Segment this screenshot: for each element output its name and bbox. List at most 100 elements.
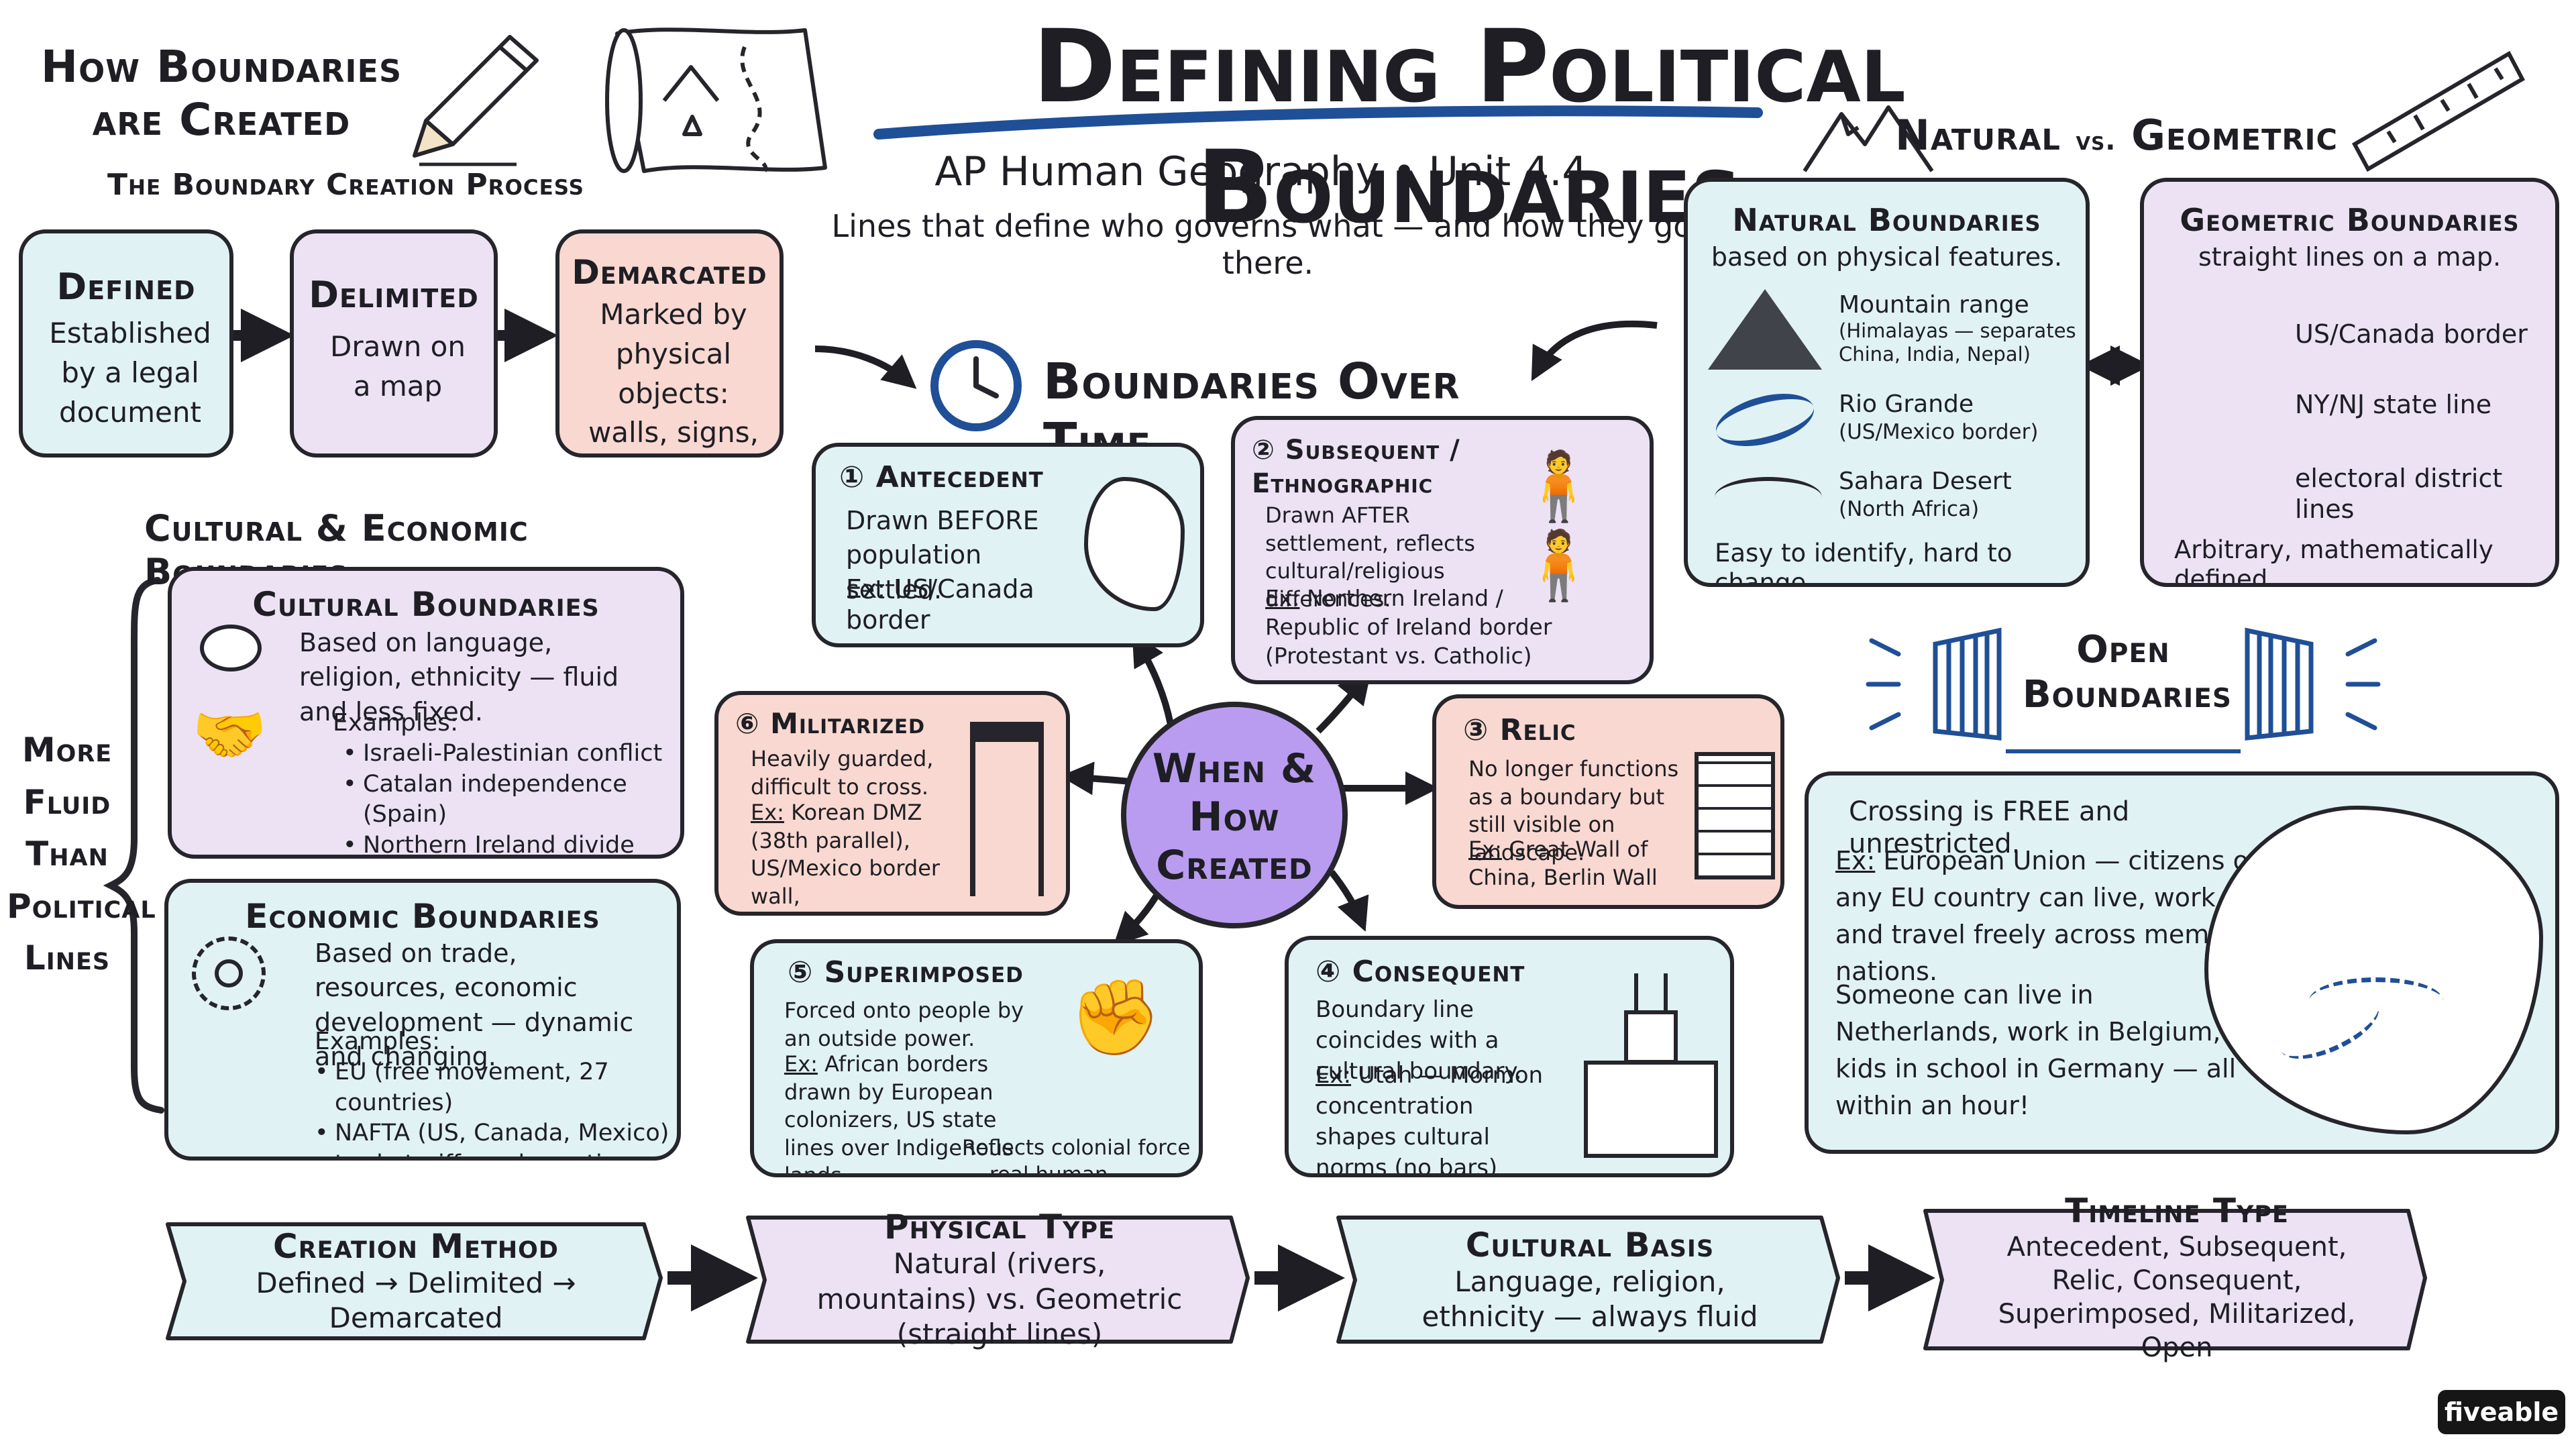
list-item: Northern Ireland divide (Protestant vs. … [343, 830, 678, 855]
subsequent-ex-label: Ex: [1265, 585, 1300, 611]
superimposed-ex-text: African borders drawn by European coloni… [784, 1051, 1014, 1177]
step-defined-desc: Established by a legal document [49, 317, 211, 429]
relic-desc: No longer functions as a boundary but st… [1468, 756, 1679, 865]
step-delimited-desc: Drawn on a map [330, 330, 466, 402]
fluid-brace [103, 577, 164, 1114]
fist-icon: ✊ [1069, 974, 1161, 1060]
natural-item-2-detail: (US/Mexico border) [1839, 420, 2039, 444]
clock-icon [930, 340, 1022, 431]
ruler-icon [2351, 50, 2525, 172]
natural-geometric-heading: Natural vs. Geometric [1895, 111, 2365, 160]
superimposed-box: ⑤ Superimposed Forced onto people by an … [750, 939, 1203, 1177]
consequent-ex-label: Ex: [1316, 1062, 1352, 1089]
step-demarcated-desc: Marked by physical objects: walls, signs… [588, 298, 759, 449]
militarized-ex-text: Korean DMZ (38th parallel), US/Mexico bo… [751, 800, 941, 912]
militarized-desc: Heavily guarded, difficult to cross. [751, 746, 934, 800]
cultural-boundaries-box: Cultural Boundaries Based on language, r… [168, 567, 684, 859]
geometric-boundaries-box: Geometric Boundaries straight lines on a… [2140, 178, 2559, 587]
europe-map-icon [2204, 806, 2543, 1134]
page-title: Defining Political Boundaries [1032, 9, 1906, 246]
natural-item-3-name: Sahara Desert [1839, 468, 2012, 495]
geometric-sub: straight lines on a map. [2198, 242, 2502, 272]
over-time-arrows [814, 320, 1658, 389]
list-item: NAFTA (US, Canada, Mexico) [315, 1118, 670, 1149]
subsequent-desc: Drawn AFTER settlement, reflects cultura… [1265, 502, 1475, 612]
natural-sub: based on physical features. [1711, 242, 2063, 272]
natural-item-1-name: Mountain range [1839, 291, 2029, 319]
mountain-range-icon [1708, 289, 1822, 370]
geometric-item-2: NY/NJ state line [2295, 390, 2492, 419]
list-item: Israeli-Palestinian conflict [343, 739, 678, 769]
cultural-examples-list: Israeli-Palestinian conflict Catalan ind… [343, 739, 678, 855]
natural-item-3-detail: (North Africa) [1839, 497, 1980, 521]
speech-bubble-icon [200, 625, 262, 672]
desert-icon [1715, 477, 1822, 517]
step-defined: Defined Established by a legal document [19, 229, 233, 458]
center-label: When & How Created [1152, 745, 1317, 889]
cultural-desc: Based on language, religion, ethnicity —… [299, 628, 619, 727]
consequent-box: ④ Consequent Boundary line coincides wit… [1285, 936, 1734, 1177]
globe-cycle-icon [192, 936, 266, 1010]
superimposed-title: ⑤ Superimposed [788, 955, 1024, 989]
geometric-title: Geometric Boundaries [2180, 202, 2520, 238]
over-time-heading: Boundaries Over Time [1043, 353, 1460, 470]
title-underline [873, 105, 1763, 140]
step-delimited-title: Delimited [309, 274, 479, 316]
handshake-icon: 🤝 [192, 700, 268, 770]
map-scroll-icon [605, 28, 827, 173]
subsequent-title: ② Subsequent / Ethnographic [1252, 435, 1460, 499]
gate-burst-lines [1866, 638, 2381, 731]
list-item: EU (free movement, 27 countries) [315, 1057, 670, 1118]
superimposed-desc: Forced onto people by an outside power. [784, 998, 1024, 1051]
open-ex-text: European Union — citizens of any EU coun… [1835, 846, 2258, 987]
natural-footer: Easy to identify, hard to change [1715, 539, 2012, 587]
geometric-item-3: electoral district lines [2295, 464, 2503, 524]
geometric-footer: Arbitrary, mathematically defined [2174, 535, 2493, 587]
antecedent-box: ① Antecedent Drawn BEFORE population set… [812, 443, 1204, 647]
heading-geometric: Geometric [2131, 111, 2339, 160]
economic-examples-list: EU (free movement, 27 countries) NAFTA (… [315, 1057, 670, 1157]
antecedent-title: ① Antecedent [839, 460, 1044, 494]
heading-vs: vs. [2076, 125, 2116, 156]
list-item: trade tariffs and sanctions [315, 1149, 670, 1157]
summary-timeline-type: Timeline Type Antecedent, Subsequent, Re… [1945, 1191, 2408, 1363]
summary-text: Natural (rivers, mountains) vs. Geometri… [816, 1247, 1183, 1351]
superimposed-note: Reflects colonial force — real human con… [962, 1136, 1191, 1177]
natural-item-2-name: Rio Grande [1839, 390, 1974, 418]
consequent-example: Ex: Utah — Mormon concentration shapes c… [1316, 1061, 1557, 1177]
ribbon-cultural-basis [1336, 1216, 1840, 1344]
natural-item-1-detail: (Himalayas — separates China, India, Nep… [1839, 319, 2076, 366]
relic-example: Ex: Great Wall of China, Berlin Wall [1468, 836, 1690, 892]
step-demarcated: Demarcated Marked by physical objects: w… [555, 229, 784, 458]
open-lead: Crossing is FREE and unrestricted. [1849, 796, 2130, 859]
summary-title: Timeline Type [2065, 1191, 2289, 1230]
natural-boundaries-box: Natural Boundaries based on physical fea… [1684, 178, 2090, 587]
step-delimited: Delimited Drawn on a map [290, 229, 498, 458]
cultural-examples-label: Examples: [333, 709, 459, 737]
antecedent-ex-label: Ex: [846, 574, 886, 604]
list-item: Catalan independence (Spain) [343, 769, 678, 830]
antecedent-ex-text: US/Canada border [846, 574, 1034, 635]
page-tagline: Lines that define who governs what — and… [831, 208, 1705, 282]
open-boundaries-box: Crossing is FREE and unrestricted. Ex: E… [1805, 771, 2559, 1154]
step-demarcated-title: Demarcated [572, 253, 767, 292]
natural-title: Natural Boundaries [1732, 202, 2041, 238]
economic-title: Economic Boundaries [245, 897, 600, 936]
summary-physical-type: Physical Type Natural (rivers, mountains… [768, 1208, 1231, 1350]
summary-ribbons [166, 1209, 2427, 1350]
economic-boundaries-box: Economic Boundaries Based on trade, reso… [164, 879, 681, 1161]
consequent-desc: Boundary line coincides with a cultural … [1316, 996, 1522, 1085]
summary-text: Antecedent, Subsequent, Relic, Consequen… [1998, 1232, 2356, 1363]
open-example-2: Someone can live in Netherlands, work in… [1835, 980, 2237, 1121]
page-subtitle: AP Human Geography • Unit 4.4 [934, 148, 1588, 195]
center-circle [1121, 702, 1348, 928]
militarized-example: Ex: Korean DMZ (38th parallel), US/Mexic… [751, 799, 952, 912]
antecedent-desc: Drawn BEFORE population settled. [846, 506, 1039, 604]
pencil-icon [413, 35, 539, 166]
consequent-ex-text: Utah — Mormon concentration shapes cultu… [1316, 1062, 1544, 1177]
church-icon [1584, 973, 1718, 1158]
fluid-side-label: More Fluid Than Political Lines [7, 731, 156, 977]
superimposed-example: Ex: African borders drawn by European co… [784, 1051, 1039, 1177]
river-icon [1710, 384, 1820, 456]
